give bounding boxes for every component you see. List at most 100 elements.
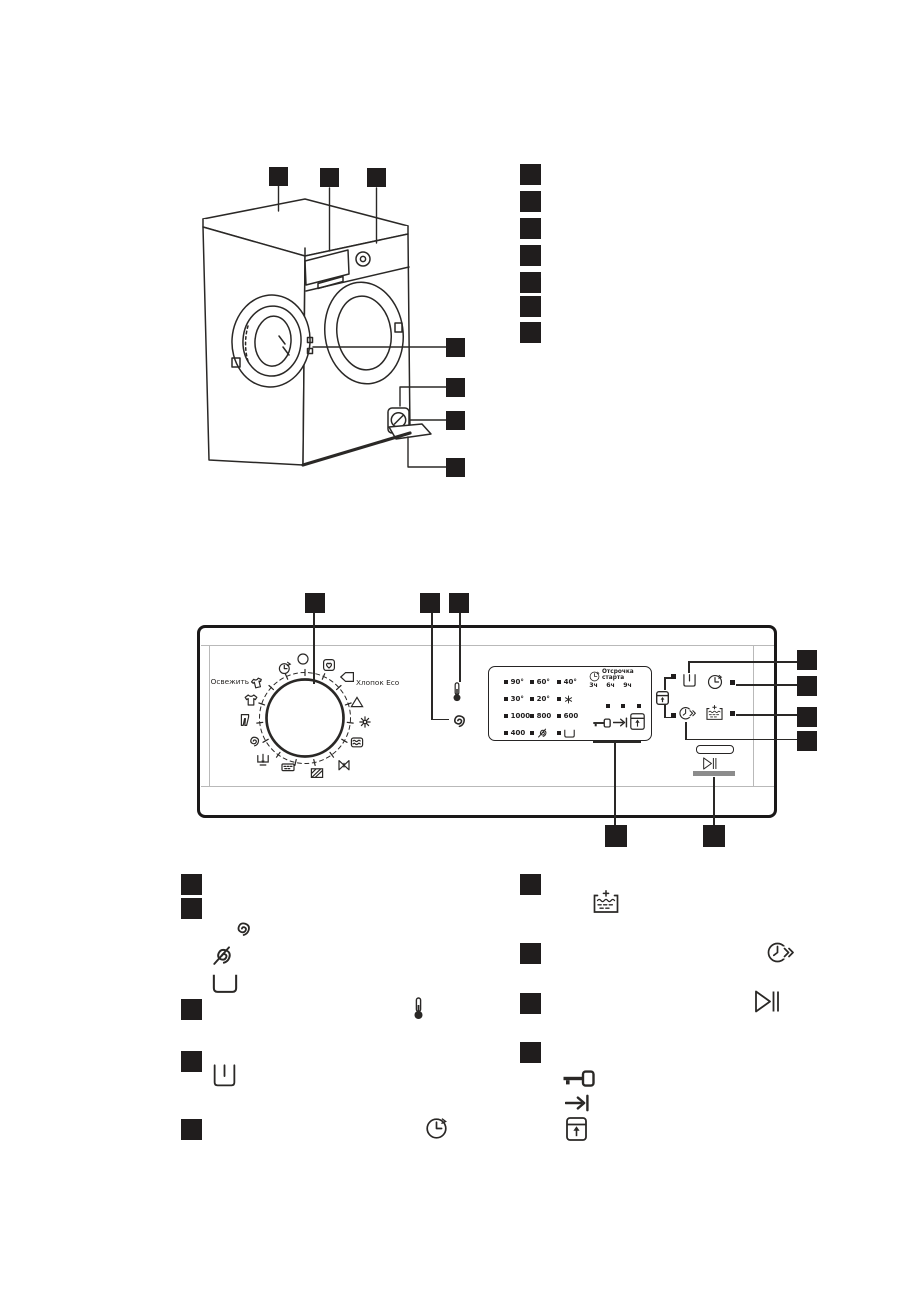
drum-opening bbox=[323, 281, 405, 385]
legend-square bbox=[181, 1051, 202, 1072]
door-catch bbox=[306, 336, 314, 344]
temp-cell: 40° bbox=[557, 678, 577, 687]
delay-option: 9ч bbox=[623, 682, 632, 689]
callout-square bbox=[305, 593, 325, 613]
dial-knob-ring bbox=[265, 678, 345, 758]
callout-square bbox=[520, 322, 541, 343]
callout-square bbox=[797, 707, 817, 727]
callout-square bbox=[797, 650, 817, 670]
callout-line bbox=[399, 386, 447, 407]
indicator-led bbox=[671, 713, 676, 718]
machine-knob bbox=[355, 251, 371, 267]
callout-square bbox=[520, 245, 541, 266]
callout-square bbox=[269, 167, 288, 186]
indicator-led bbox=[530, 680, 534, 684]
callout-line bbox=[713, 777, 715, 825]
callout-line bbox=[407, 436, 447, 468]
door-locked-icon bbox=[565, 1094, 590, 1112]
legend-square bbox=[520, 874, 541, 895]
legend-square bbox=[181, 874, 202, 895]
start-pause-icon bbox=[702, 756, 717, 771]
indicator-led bbox=[504, 697, 508, 701]
program-display: 90° 60° 40° 30° 20° 1000 800 600 400 Отс… bbox=[488, 666, 652, 741]
spin-spiral-icon bbox=[232, 919, 251, 938]
door-indicator-bracket bbox=[664, 677, 666, 690]
delay-start-label: Отсрочка старта bbox=[602, 669, 634, 682]
callout-square bbox=[703, 825, 725, 847]
dispenser-icon bbox=[593, 890, 619, 914]
start-pause-icon bbox=[753, 988, 780, 1015]
callout-line bbox=[685, 738, 798, 740]
indicator-led bbox=[557, 731, 561, 735]
panel-divider bbox=[209, 645, 211, 787]
callout-line bbox=[313, 613, 315, 684]
callout-square bbox=[320, 168, 339, 187]
callout-square bbox=[520, 164, 541, 185]
callout-square bbox=[797, 731, 817, 751]
indicator-led bbox=[557, 714, 561, 718]
no-spin-cell bbox=[530, 729, 547, 738]
callout-line bbox=[459, 613, 461, 682]
indicator-led bbox=[504, 680, 508, 684]
no-spin-icon bbox=[211, 945, 232, 966]
door-indicator-bracket bbox=[664, 705, 666, 718]
indicator-led bbox=[530, 714, 534, 718]
extra-rinse-button-icon bbox=[683, 672, 696, 689]
dial-label-cotton-eco: Хлопок Eco bbox=[356, 678, 400, 687]
start-button-bar bbox=[693, 771, 735, 776]
program-blouse-icon bbox=[244, 694, 258, 706]
indicator-led bbox=[530, 697, 534, 701]
delay-start-icon bbox=[767, 941, 794, 964]
callout-square bbox=[446, 411, 465, 430]
panel-divider bbox=[201, 645, 774, 647]
callout-line bbox=[614, 741, 616, 825]
program-softener-icon bbox=[323, 658, 335, 672]
spin-cell: 400 bbox=[504, 729, 525, 738]
program-jeans-icon bbox=[240, 713, 250, 727]
spin-cell: 1000 bbox=[504, 712, 530, 721]
control-panel-drawing bbox=[197, 625, 777, 818]
legend-square bbox=[181, 999, 202, 1020]
callout-square bbox=[520, 272, 541, 293]
callout-square bbox=[520, 218, 541, 239]
program-silk-icon bbox=[338, 759, 350, 771]
indicator-led bbox=[671, 674, 676, 679]
temp-cell: 20° bbox=[530, 695, 550, 704]
panel-divider bbox=[201, 786, 774, 788]
indicator-led bbox=[557, 697, 561, 701]
detergent-drawer bbox=[304, 249, 350, 286]
callout-square bbox=[420, 593, 440, 613]
callout-square bbox=[446, 458, 465, 477]
callout-square bbox=[449, 593, 469, 613]
temperature-icon bbox=[413, 997, 424, 1020]
program-delicates-icon bbox=[359, 716, 371, 728]
program-dial bbox=[240, 653, 371, 779]
door-hatch-icon bbox=[566, 1117, 587, 1141]
callout-square bbox=[367, 168, 386, 187]
program-synthetics-icon bbox=[350, 696, 364, 708]
program-sport-icon bbox=[281, 763, 295, 772]
door-hatch-icon bbox=[630, 713, 645, 730]
door-locked-icon bbox=[613, 717, 628, 728]
program-duvet-icon bbox=[310, 768, 324, 779]
program-spin-icon bbox=[250, 736, 260, 747]
callout-square bbox=[797, 676, 817, 696]
spin-cell: 600 bbox=[557, 712, 578, 721]
spin-spiral-icon bbox=[449, 712, 466, 729]
legend-square bbox=[181, 898, 202, 919]
program-drain-icon bbox=[257, 753, 269, 766]
program-quick-wash-icon bbox=[278, 661, 291, 675]
callout-square bbox=[605, 825, 627, 847]
callout-square bbox=[446, 338, 465, 357]
cold-wash-cell bbox=[557, 695, 573, 704]
delay-option: 6ч bbox=[606, 682, 615, 689]
panel-divider bbox=[753, 645, 755, 787]
spin-cell: 800 bbox=[530, 712, 551, 721]
indicator-led bbox=[504, 731, 508, 735]
open-door bbox=[231, 294, 311, 388]
temp-cell: 90° bbox=[504, 678, 524, 687]
legend-square bbox=[520, 993, 541, 1014]
dispenser-button-icon bbox=[706, 705, 723, 721]
rinse-hold-icon bbox=[212, 973, 238, 994]
